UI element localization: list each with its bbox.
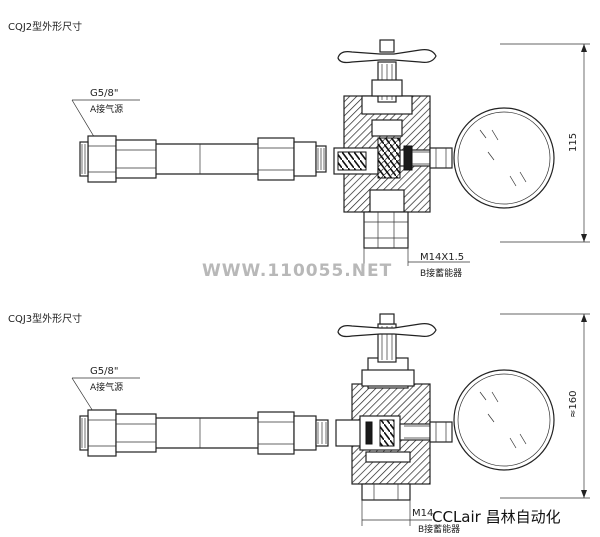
- figure1-valve-body: [333, 95, 431, 249]
- figure2-thread-label: G5/8": [90, 366, 118, 377]
- figure2-title: CQJ3型外形尺寸: [8, 312, 82, 325]
- figure2-valve-body: [335, 357, 431, 501]
- figure1-pressure-gauge: [453, 107, 555, 209]
- figure2-hose: [156, 417, 258, 449]
- figure1-dimension-value: 115: [568, 133, 579, 152]
- figure1-title: CQJ2型外形尺寸: [8, 20, 82, 33]
- figure2-inlet-nut: [79, 409, 157, 457]
- figure1-hose: [156, 143, 258, 175]
- figure2-height-dimension: ≈160: [500, 313, 590, 499]
- figure2-inlet-label: A接气源: [90, 381, 123, 393]
- figure1-hose-fitting: [257, 137, 327, 181]
- figure1-thread-label: G5/8": [90, 88, 118, 99]
- figure2-gauge-connector: [429, 421, 453, 443]
- figure1-gauge-connector: [429, 147, 453, 169]
- figure-cqj2: CQJ2型外形尺寸 G5/8" A接气源: [8, 20, 590, 279]
- figure2-hose-fitting: [257, 411, 329, 455]
- figure1-height-dimension: 115: [500, 43, 590, 243]
- figure2-outlet-label: B接蓄能器: [418, 523, 460, 535]
- figure1-outlet-thread: M14X1.5: [420, 252, 464, 263]
- figure2-handle: [337, 313, 437, 363]
- figure1-handle: [337, 39, 437, 103]
- watermark: WWW.110055.NET: [202, 261, 392, 281]
- figure1-inlet-nut: [79, 135, 157, 183]
- figure2-dimension-value: ≈160: [568, 391, 579, 418]
- brand-label: CCLair 昌林自动化: [432, 508, 561, 526]
- figure2-pressure-gauge: [453, 369, 555, 471]
- figure-cqj3: CQJ3型外形尺寸 G5/8" A接气源: [8, 312, 590, 535]
- figure1-outlet-label: B接蓄能器: [420, 267, 462, 279]
- figure2-outlet-thread: M14: [412, 508, 433, 519]
- figure1-inlet-label: A接气源: [90, 103, 123, 115]
